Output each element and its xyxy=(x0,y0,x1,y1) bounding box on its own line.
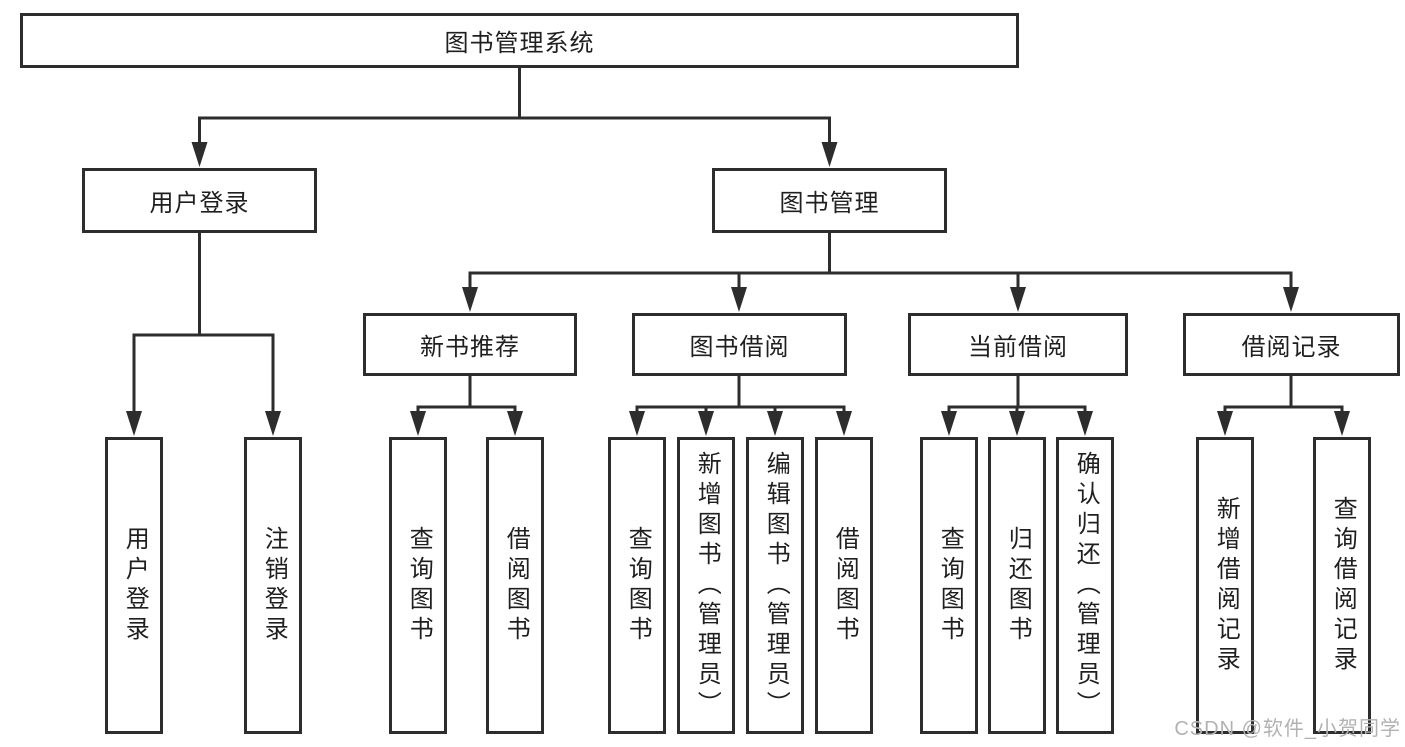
node-new-book-recommend: 新书推荐 xyxy=(363,313,577,376)
node-user-login: 用户登录 xyxy=(82,168,317,233)
arrowhead-icon xyxy=(767,411,783,436)
leaf-return-books: 归还图书 xyxy=(988,437,1046,734)
leaf-add-borrow-record-label: 新增借阅记录 xyxy=(1212,495,1240,676)
node-current-borrowing-label: 当前借阅 xyxy=(968,334,1068,361)
node-borrowing-records-label: 借阅记录 xyxy=(1241,334,1342,361)
leaf-query-borrow-record: 查询借阅记录 xyxy=(1313,437,1371,734)
arrowhead-icon xyxy=(1217,411,1233,436)
leaf-query-borrow-record-label: 查询借阅记录 xyxy=(1329,495,1357,676)
leaf-user-login: 用户登录 xyxy=(105,437,163,734)
arrowhead-icon xyxy=(265,411,281,436)
arrowhead-icon xyxy=(941,411,957,436)
node-borrowing-records: 借阅记录 xyxy=(1183,313,1400,376)
node-user-login-label: 用户登录 xyxy=(149,190,250,217)
arrowhead-icon xyxy=(731,287,747,312)
leaf-add-book-admin: 新增图书（管理员） xyxy=(677,437,735,734)
arrowhead-icon xyxy=(629,411,645,436)
leaf-query-books-recommend: 查询图书 xyxy=(389,437,447,734)
leaf-edit-book-admin: 编辑图书（管理员） xyxy=(746,437,804,734)
arrowhead-icon xyxy=(1009,411,1025,436)
arrowhead-icon xyxy=(191,142,208,167)
arrowhead-icon xyxy=(126,411,142,436)
leaf-query-books-borrowing-label: 查询图书 xyxy=(624,525,652,646)
node-book-management-label: 图书管理 xyxy=(779,190,880,217)
node-book-management: 图书管理 xyxy=(712,168,947,233)
leaf-query-books-borrowing: 查询图书 xyxy=(608,437,666,734)
leaf-query-books-recommend-label: 查询图书 xyxy=(405,525,433,646)
leaf-add-borrow-record: 新增借阅记录 xyxy=(1196,437,1254,734)
node-new-book-recommend-label: 新书推荐 xyxy=(420,334,520,361)
arrowhead-icon xyxy=(1283,287,1299,312)
node-library-system: 图书管理系统 xyxy=(20,13,1019,68)
leaf-query-books-current: 查询图书 xyxy=(920,437,978,734)
leaf-confirm-return-admin: 确认归还（管理员） xyxy=(1056,437,1114,734)
arrowhead-icon xyxy=(821,142,838,167)
leaf-logout: 注销登录 xyxy=(244,437,302,734)
arrowhead-icon xyxy=(1077,411,1093,436)
node-book-borrowing-label: 图书借阅 xyxy=(689,334,790,361)
leaf-borrow-books-recommend-label: 借阅图书 xyxy=(502,525,530,646)
arrowhead-icon xyxy=(1010,287,1026,312)
leaf-borrow-books-label: 借阅图书 xyxy=(831,525,859,646)
arrowhead-icon xyxy=(698,411,714,436)
node-library-system-label: 图书管理系统 xyxy=(444,30,595,57)
arrowhead-icon xyxy=(410,411,426,436)
leaf-confirm-return-admin-label: 确认归还（管理员） xyxy=(1072,450,1100,721)
leaf-return-books-label: 归还图书 xyxy=(1004,525,1032,646)
arrowhead-icon xyxy=(1334,411,1350,436)
node-book-borrowing: 图书借阅 xyxy=(632,313,847,376)
arrowhead-icon xyxy=(507,411,523,436)
watermark: CSDN @软件_小贺同学 xyxy=(1174,718,1401,740)
leaf-borrow-books-recommend: 借阅图书 xyxy=(486,437,544,734)
leaf-add-book-admin-label: 新增图书（管理员） xyxy=(693,450,721,721)
arrowhead-icon xyxy=(462,287,478,312)
leaf-edit-book-admin-label: 编辑图书（管理员） xyxy=(762,450,790,721)
arrowhead-icon xyxy=(836,411,852,436)
leaf-query-books-current-label: 查询图书 xyxy=(936,525,964,646)
leaf-logout-label: 注销登录 xyxy=(260,525,288,646)
node-current-borrowing: 当前借阅 xyxy=(908,313,1128,376)
leaf-user-login-label: 用户登录 xyxy=(121,525,149,646)
leaf-borrow-books: 借阅图书 xyxy=(815,437,873,734)
